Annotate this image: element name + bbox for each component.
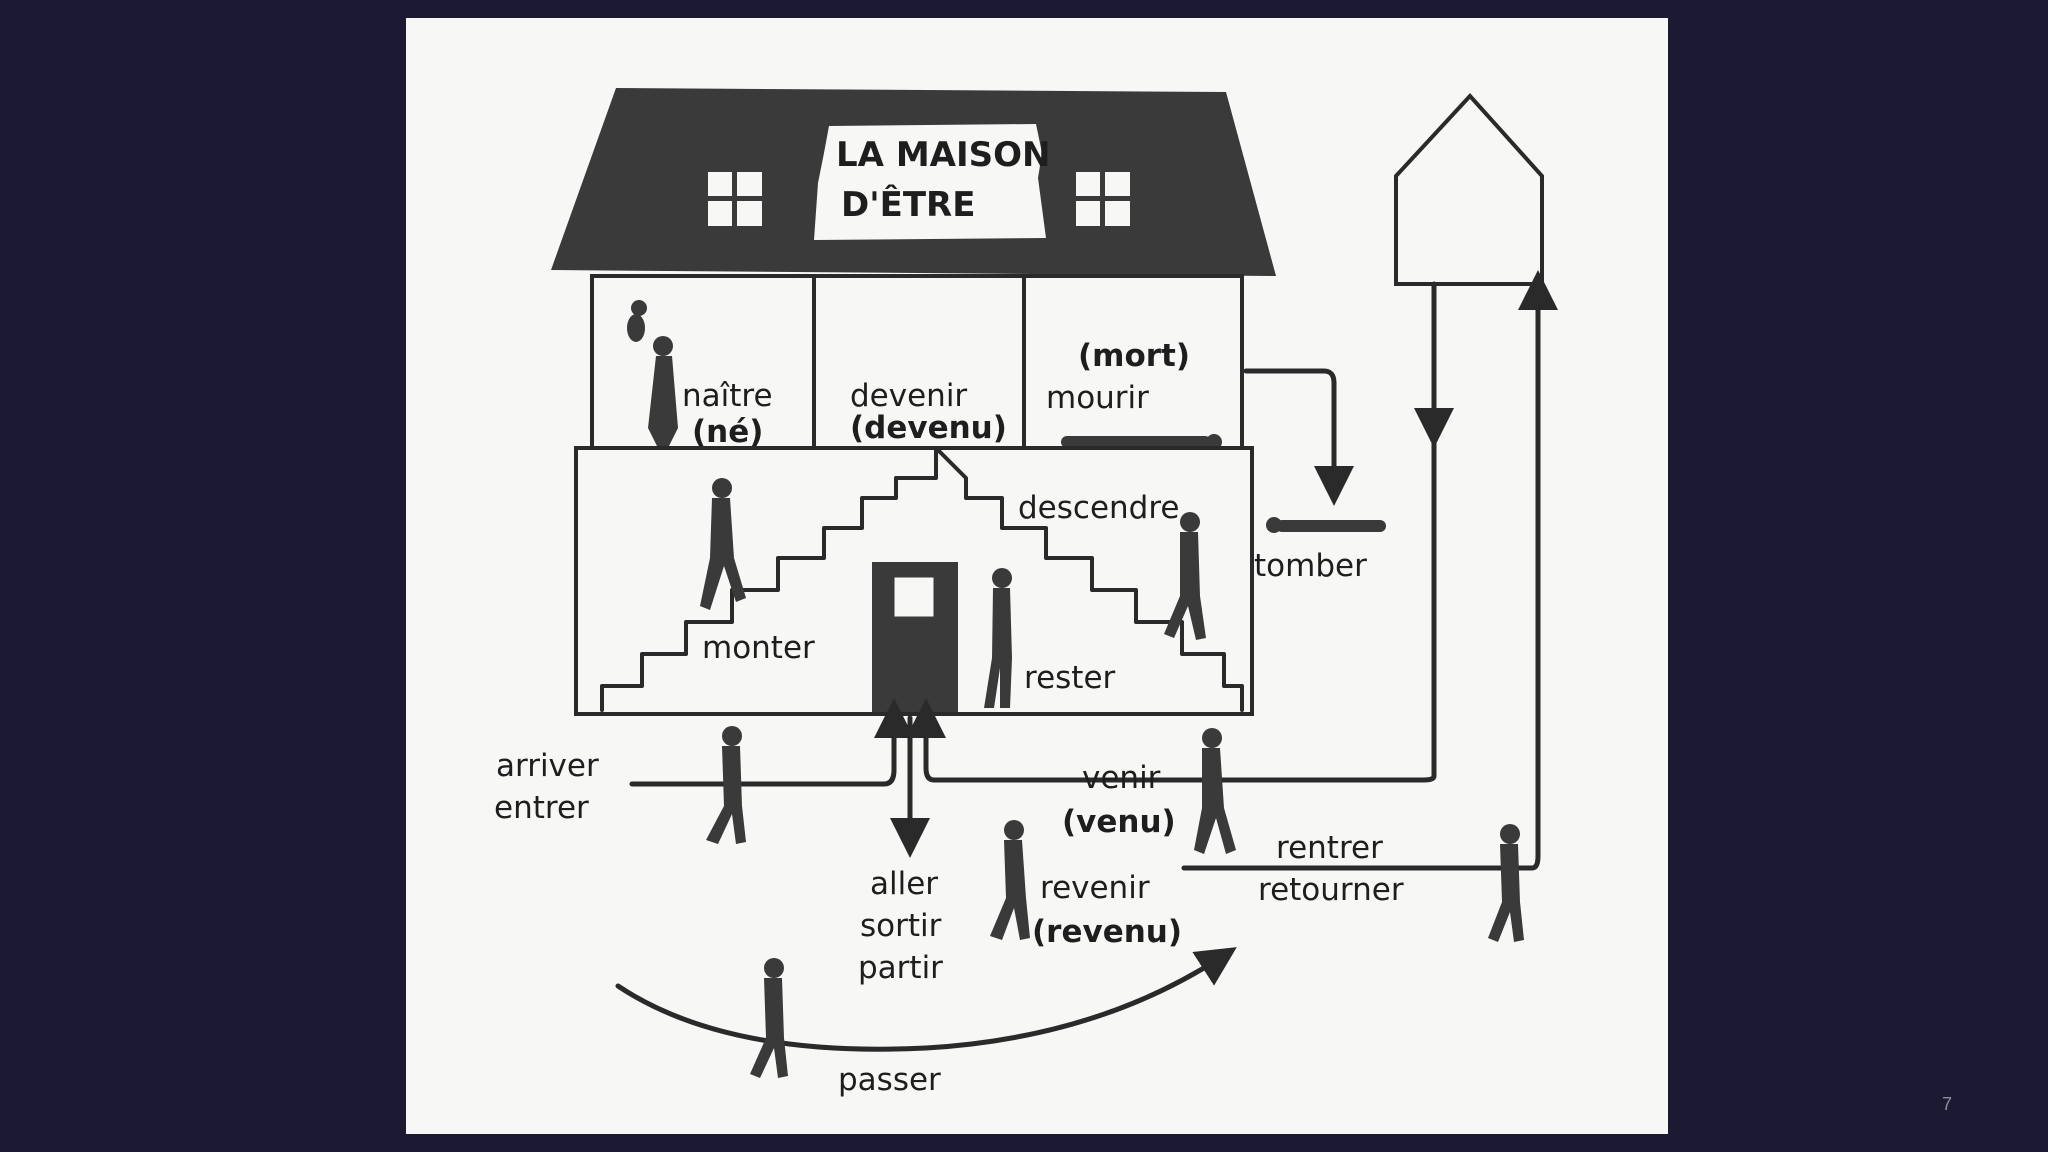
figure-arriving xyxy=(706,726,746,844)
roof-window-left xyxy=(708,172,762,226)
label-mourir: mourir xyxy=(1046,380,1149,416)
figure-climbing xyxy=(700,478,746,610)
roof-window-right xyxy=(1076,172,1130,226)
figure-descending xyxy=(1164,512,1206,640)
maison-detre-diagram: LA MAISON D'ÊTRE naître (né) devenir (de… xyxy=(406,18,1668,1134)
label-descendre: descendre xyxy=(1018,490,1179,526)
title-sign: LA MAISON D'ÊTRE xyxy=(814,124,1050,240)
arrow-passer xyxy=(615,947,1237,1052)
title-line-1: LA MAISON xyxy=(836,135,1050,175)
label-rester: rester xyxy=(1024,660,1116,696)
figure-passing xyxy=(750,958,788,1078)
label-mort: (mort) xyxy=(1078,338,1190,374)
label-venu: (venu) xyxy=(1062,804,1176,840)
label-devenu: (devenu) xyxy=(850,410,1007,446)
arrow-venir xyxy=(906,698,1219,783)
label-ne: (né) xyxy=(692,414,763,450)
label-naitre: naître xyxy=(682,378,773,414)
figure-mother-baby xyxy=(627,300,678,448)
label-arriver: arriver xyxy=(496,748,599,784)
label-entrer: entrer xyxy=(494,790,589,826)
other-house xyxy=(1394,93,1544,286)
staircase xyxy=(600,446,1244,712)
door-window xyxy=(891,574,937,620)
label-partir: partir xyxy=(858,950,943,986)
label-tomber: tomber xyxy=(1254,548,1367,584)
label-monter: monter xyxy=(702,630,815,666)
label-venir: venir xyxy=(1082,760,1161,796)
label-revenu: (revenu) xyxy=(1032,914,1182,950)
label-passer: passer xyxy=(838,1062,941,1098)
arrow-rentrer xyxy=(1518,270,1558,871)
page-number: 7 xyxy=(1942,1094,1953,1114)
arrow-entrer xyxy=(629,698,914,787)
label-rentrer: rentrer xyxy=(1276,830,1383,866)
figure-standing xyxy=(984,568,1012,708)
label-retourner: retourner xyxy=(1258,872,1404,908)
figure-fallen xyxy=(1266,517,1386,533)
label-sortir: sortir xyxy=(860,908,942,944)
figure-returning xyxy=(990,820,1030,940)
arrow-tomber xyxy=(1243,368,1354,506)
title-line-2: D'ÊTRE xyxy=(841,184,975,225)
line-venir xyxy=(1213,425,1437,783)
figure-going-home xyxy=(1488,824,1524,942)
label-devenir: devenir xyxy=(850,378,967,414)
label-aller: aller xyxy=(870,866,938,902)
figure-coming xyxy=(1194,728,1236,854)
label-revenir: revenir xyxy=(1040,870,1150,906)
diagram-svg: LA MAISON D'ÊTRE naître (né) devenir (de… xyxy=(494,88,1558,1098)
